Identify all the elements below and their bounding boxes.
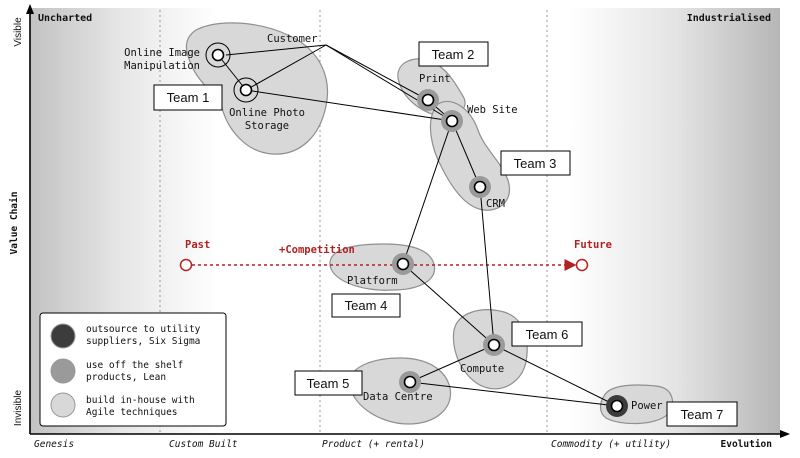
legend-inhouse-swatch (50, 392, 76, 418)
svg-text:Team 4: Team 4 (345, 298, 388, 313)
y-axis-title: Value Chain (9, 192, 20, 255)
platform-label: Platform (347, 275, 398, 287)
stage-product-label: Product (+ rental) (322, 439, 425, 450)
web-site-label: Web Site (467, 104, 518, 116)
stage-commodity-label: Commodity (+ utility) (551, 439, 671, 450)
y-axis-arrow (26, 4, 34, 14)
team-3-box: Team 3 (500, 150, 571, 176)
legend-inhouse-line2: Agile techniques (86, 407, 178, 418)
customer-label: Customer (267, 33, 318, 45)
uncharted-label: Uncharted (38, 13, 92, 24)
legend-offshelf-swatch (50, 358, 76, 384)
print-node (417, 89, 439, 111)
team-6-box: Team 6 (511, 321, 583, 347)
compute-label: Compute (460, 363, 504, 375)
industrialised-label: Industrialised (687, 12, 771, 24)
svg-text:Team 7: Team 7 (681, 407, 724, 422)
stage-custom-built-label: Custom Built (169, 439, 238, 450)
x-axis-arrow (780, 430, 790, 438)
past-marker (179, 258, 193, 272)
team-5-blob (349, 357, 452, 425)
compute-node (483, 334, 505, 356)
online-image-label-line2: Manipulation (124, 60, 200, 72)
team-7-box: Team 7 (666, 401, 738, 427)
platform-node (392, 253, 414, 275)
legend-inhouse-line1: build in-house with (86, 395, 195, 406)
legend: outsource to utility suppliers, Six Sigm… (39, 312, 227, 427)
online-photo-label-line2: Storage (245, 120, 289, 132)
past-label: Past (185, 239, 210, 251)
online-image-manipulation-node (205, 42, 231, 68)
svg-text:Team 3: Team 3 (514, 156, 557, 171)
y-axis-visible-label: Visible (13, 17, 24, 47)
online-image-label-line1: Online Image (124, 47, 200, 59)
legend-offshelf-line2: products, Lean (86, 372, 166, 383)
svg-text:Team 2: Team 2 (432, 47, 475, 62)
print-label: Print (419, 73, 451, 85)
crm-label: CRM (486, 198, 505, 210)
team-1-box: Team 1 (153, 84, 223, 111)
team-4-box: Team 4 (331, 293, 401, 318)
future-label: Future (574, 239, 612, 251)
competition-label: +Competition (279, 244, 355, 256)
team-2-box: Team 2 (418, 41, 489, 67)
evolution-label: Evolution (721, 439, 772, 450)
online-photo-label-line1: Online Photo (229, 107, 305, 119)
future-marker (575, 258, 589, 272)
legend-outsource-line1: outsource to utility (86, 324, 201, 335)
team-5-box: Team 5 (294, 370, 363, 396)
online-photo-storage-node (233, 77, 259, 103)
data-centre-label: Data Centre (363, 391, 433, 403)
svg-text:Team 6: Team 6 (526, 327, 569, 342)
power-label: Power (631, 400, 663, 412)
stage-genesis-label: Genesis (34, 439, 74, 450)
web-site-node (441, 110, 463, 132)
svg-text:Team 1: Team 1 (167, 90, 210, 105)
power-node (606, 395, 628, 417)
legend-offshelf-line1: use off the shelf (86, 360, 183, 371)
legend-outsource-line2: suppliers, Six Sigma (86, 336, 200, 347)
svg-text:Team 5: Team 5 (307, 376, 350, 391)
y-axis-invisible-label: Invisible (13, 390, 24, 427)
data-centre-node (399, 371, 421, 393)
legend-outsource-swatch (50, 323, 76, 349)
crm-node (469, 176, 491, 198)
